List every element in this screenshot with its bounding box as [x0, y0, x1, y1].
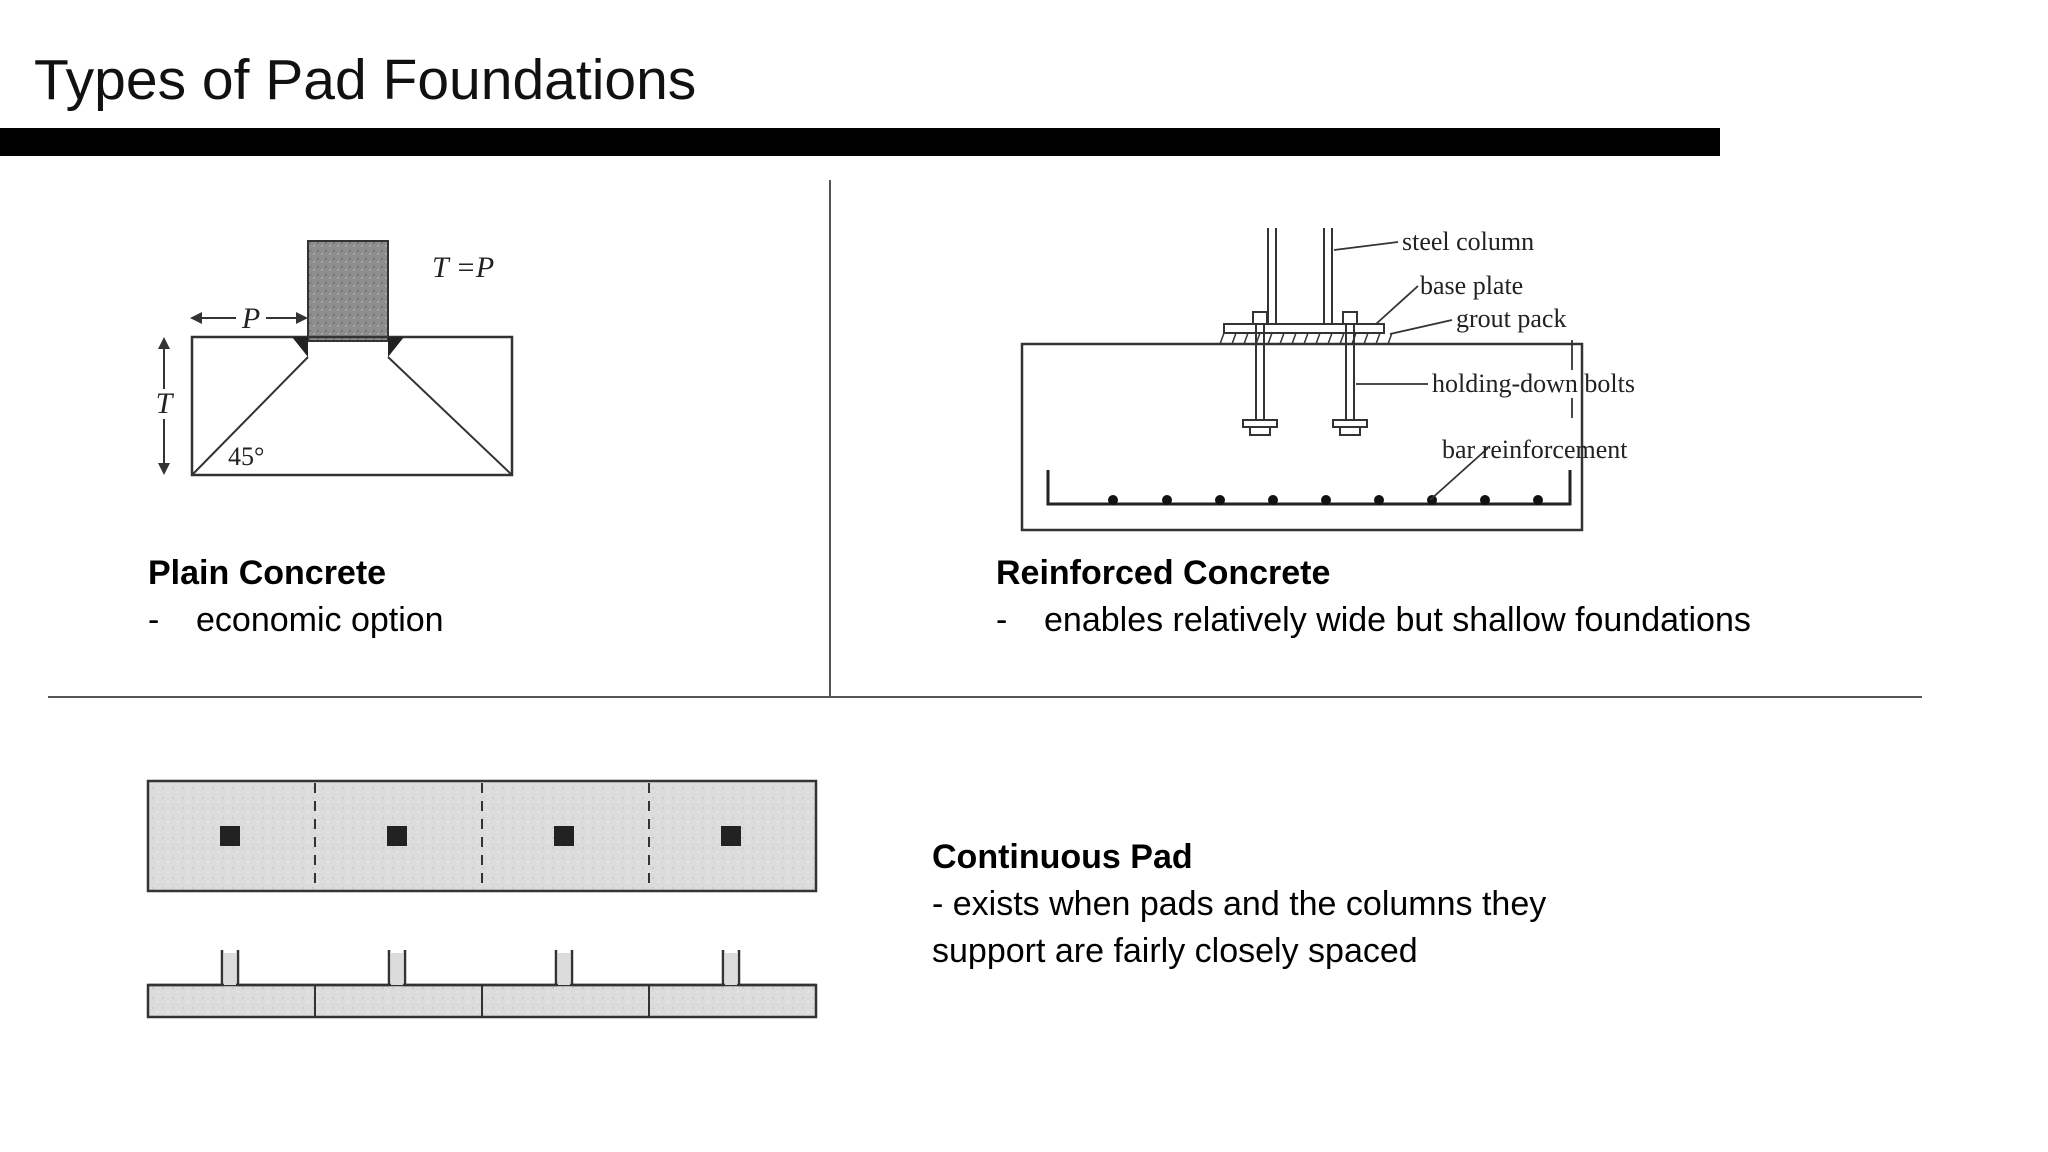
holding-down-bolt-left [1242, 311, 1278, 436]
column-block [307, 240, 389, 342]
column-square [721, 826, 741, 846]
plain-concrete-diagram: P T 45° T =P [152, 240, 514, 477]
t-equals-p-label: T =P [432, 251, 494, 284]
reinforced-concrete-caption: Reinforced Concrete -enables relatively … [996, 550, 1751, 644]
column-square [220, 826, 240, 846]
t-arrow-up [158, 337, 170, 349]
bar-reinforcement [1046, 470, 1572, 506]
steel-column [1267, 228, 1333, 324]
continuous-pad-diagram [146, 779, 818, 1019]
reinforced-concrete-bullet: -enables relatively wide but shallow fou… [996, 601, 1751, 639]
continuous-pad-line-2: support are fairly closely spaced [932, 932, 1418, 970]
title-underline-bar [0, 128, 1720, 156]
plain-concrete-heading: Plain Concrete [148, 554, 387, 592]
continuous-pad-caption: Continuous Pad - exists when pads and th… [932, 834, 1546, 975]
elevation-view [146, 950, 818, 1019]
leader-lines [1333, 241, 1573, 501]
reinforcement-bar-dots [1108, 495, 1543, 505]
right-fillet [388, 337, 404, 357]
load-spread-right [387, 356, 513, 476]
p-arrow-right [296, 312, 308, 324]
t-arrow-down [158, 463, 170, 475]
label-holding-down-bolts: holding-down bolts [1432, 369, 1635, 398]
label-base-plate: base plate [1420, 271, 1523, 300]
base-plate [1223, 323, 1385, 334]
slide-title: Types of Pad Foundations [34, 48, 697, 112]
horizontal-divider [48, 696, 1922, 698]
load-spread-left [191, 356, 309, 476]
plain-concrete-caption: Plain Concrete -economic option [148, 550, 444, 644]
grout-pack [1219, 332, 1393, 345]
continuous-pad-line-1: - exists when pads and the columns they [932, 885, 1547, 923]
t-label: T [156, 387, 175, 420]
plain-concrete-bullet: -economic option [148, 601, 444, 639]
vertical-divider [829, 180, 831, 696]
column-square [554, 826, 574, 846]
pad-outline [1020, 342, 1584, 532]
p-arrow-left [190, 312, 202, 324]
column-square [387, 826, 407, 846]
left-fillet [292, 337, 308, 357]
holding-down-bolt-right [1332, 311, 1368, 436]
reinforced-concrete-heading: Reinforced Concrete [996, 554, 1331, 592]
reinforced-concrete-bullet-text: enables relatively wide but shallow foun… [1044, 601, 1751, 639]
continuous-pad-heading: Continuous Pad [932, 838, 1193, 876]
label-grout-pack: grout pack [1456, 304, 1566, 333]
label-steel-column: steel column [1402, 227, 1534, 256]
plain-concrete-bullet-text: economic option [196, 601, 444, 639]
plan-view [146, 779, 818, 893]
angle-label: 45° [228, 442, 264, 471]
reinforced-concrete-diagram: steel column base plate grout pack holdi… [1020, 227, 1635, 532]
pad-outline [190, 335, 514, 477]
label-bar-reinforcement: bar reinforcement [1442, 435, 1628, 464]
p-label: P [241, 302, 260, 335]
